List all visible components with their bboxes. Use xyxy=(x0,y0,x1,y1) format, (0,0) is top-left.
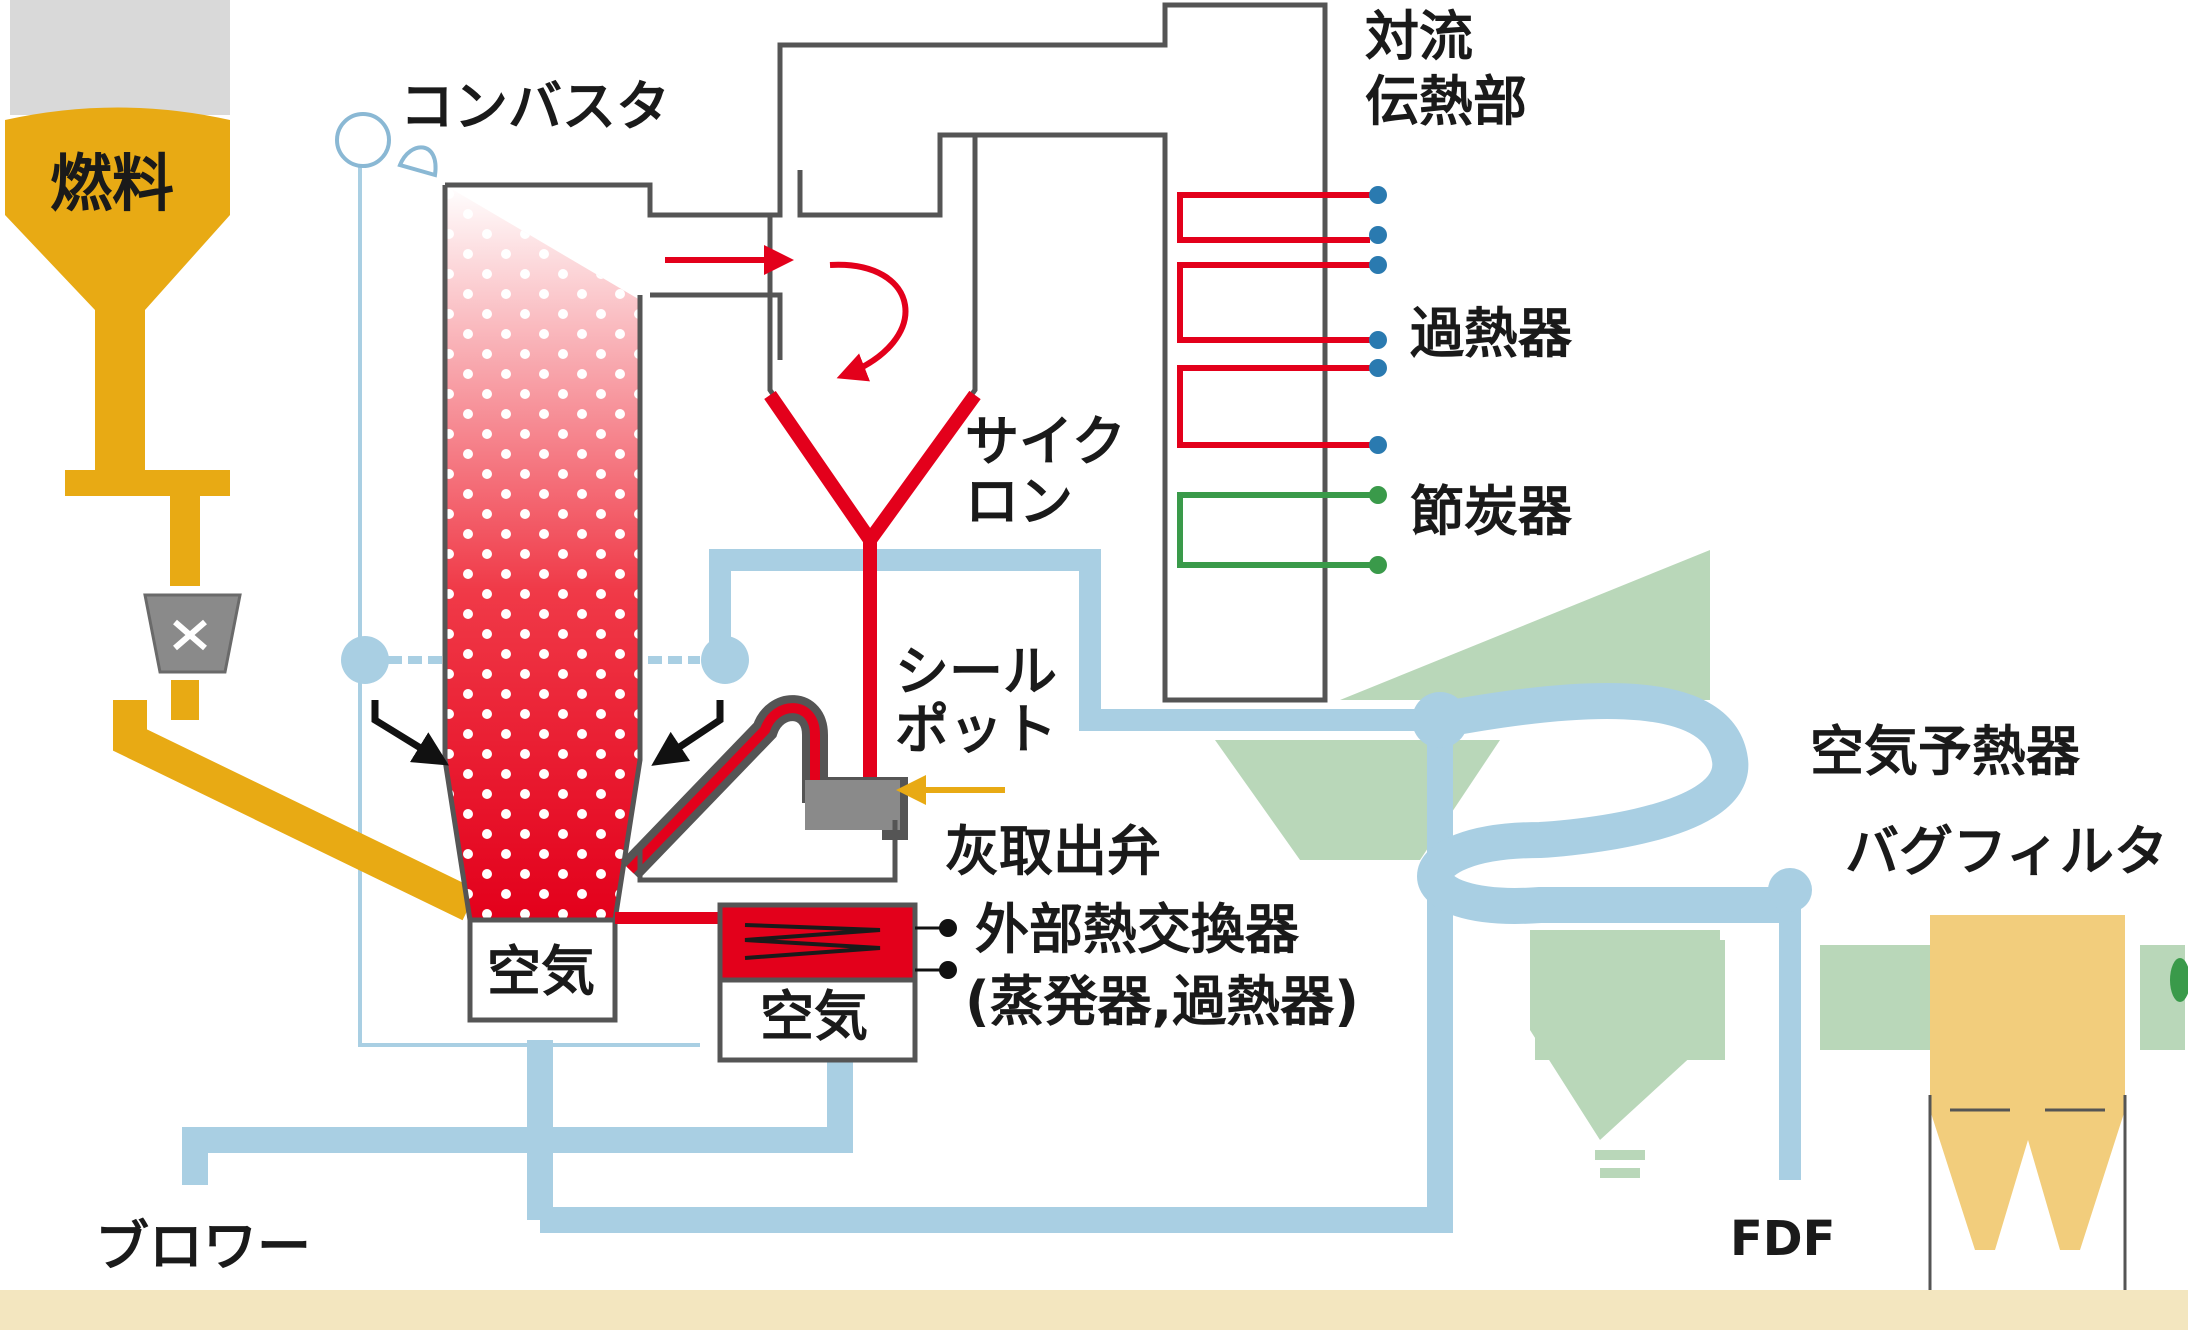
seal-pot-label-2: ポット xyxy=(895,698,1057,761)
economizer-dots xyxy=(1369,486,1387,574)
fuel-label: 燃料 xyxy=(50,147,174,220)
cyclone xyxy=(665,135,981,780)
air-nodes xyxy=(341,636,1812,912)
air-supply-lines xyxy=(182,150,1801,1233)
external-heat-exchanger xyxy=(615,902,957,1063)
steam-drum xyxy=(335,112,438,178)
blower-label: ブロワー xyxy=(95,1215,311,1278)
convection-label-2: 伝熱部 xyxy=(1365,70,1527,133)
fdf-label: FDF xyxy=(1730,1211,1835,1267)
furnace-air-label: 空気 xyxy=(487,940,595,1003)
furnace xyxy=(442,2,1328,921)
air-preheater-label: 空気予熱器 xyxy=(1810,720,2081,783)
external-hx-sub-label: (蒸発器,過熱器) xyxy=(965,970,1359,1033)
ash-valve-label: 灰取出弁 xyxy=(945,820,1161,883)
hx-air-label: 空気 xyxy=(760,985,868,1048)
seal-pot xyxy=(620,695,1005,883)
cyclone-label-2: ロン xyxy=(965,470,1073,533)
furnace-air-box xyxy=(467,917,618,1023)
ground-strip xyxy=(0,1290,2188,1330)
convection-label-1: 対流 xyxy=(1365,5,1473,68)
seal-pot-label-1: シール xyxy=(895,640,1057,703)
bag-filter xyxy=(1928,915,2188,1290)
convection-section xyxy=(1177,192,1370,568)
cyclone-label-1: サイク xyxy=(965,410,1126,473)
external-hx-label: 外部熱交換器 xyxy=(975,898,1300,961)
rotary-valve-x-icon xyxy=(143,593,242,674)
air-inlet-arrows xyxy=(371,700,724,766)
superheater-label: 過熱器 xyxy=(1410,302,1573,365)
header-dots xyxy=(1369,186,1387,454)
fuel-hopper xyxy=(5,0,478,921)
economizer-label: 節炭器 xyxy=(1410,480,1573,543)
combustor-label: コンバスタ xyxy=(400,75,670,138)
bag-filter-label: バグフィルタ xyxy=(1845,820,2168,883)
